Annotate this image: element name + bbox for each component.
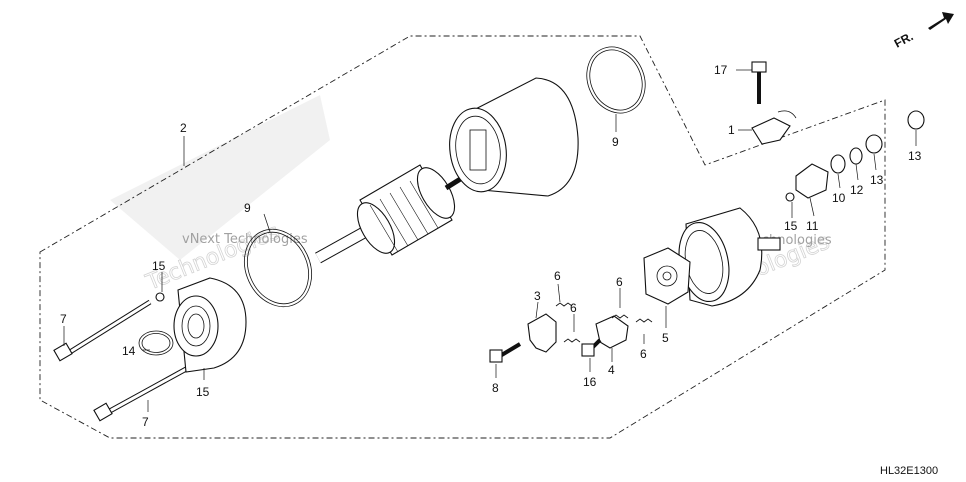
callout-3: 3	[534, 289, 541, 303]
watermark-text-left: vNext Technologies	[182, 232, 308, 247]
callout-16: 16	[583, 375, 597, 389]
callout-9-front: 9	[244, 201, 251, 215]
assembly-outline	[39, 35, 886, 439]
brush-screw	[581, 338, 602, 357]
motor-yoke	[449, 77, 579, 197]
callout-7-upper: 7	[60, 312, 67, 326]
callout-6-c: 6	[616, 275, 623, 289]
through-bolt-lower	[93, 365, 190, 422]
terminal-bolt	[489, 342, 522, 363]
washer-front-upper	[155, 292, 165, 302]
o-ring-yoke-rear	[586, 46, 646, 114]
leader-lines	[63, 69, 917, 412]
through-bolt-upper	[53, 299, 152, 362]
callout-15-rear: 15	[784, 219, 798, 233]
callout-6-b: 6	[570, 301, 577, 315]
callout-6-a: 6	[554, 269, 561, 283]
callout-15-lower: 15	[196, 385, 210, 399]
rear-cover	[678, 207, 781, 307]
o-ring-front	[138, 330, 174, 356]
callout-13-inner: 13	[870, 173, 884, 187]
callout-9-rear: 9	[612, 135, 619, 149]
callout-8: 8	[492, 381, 499, 395]
callout-15-upper: 15	[152, 259, 166, 273]
callout-14: 14	[122, 344, 136, 358]
armature	[315, 164, 464, 264]
front-direction-label: FR.	[892, 29, 916, 50]
terminal-cap-nut	[907, 110, 925, 130]
o-ring-yoke-front	[244, 228, 312, 308]
callout-12: 12	[850, 183, 864, 197]
callouts: 2 15 7 14 15 7 9 9 3 6 6 6 6 5 8 16 4 1 …	[60, 63, 922, 429]
brush-holder	[643, 247, 691, 305]
insulator-washer	[830, 154, 846, 174]
front-cover	[173, 277, 247, 373]
front-direction-indicator: FR.	[892, 12, 954, 51]
brush-springs	[555, 302, 653, 343]
callout-17: 17	[714, 63, 728, 77]
brush-negative	[595, 315, 629, 349]
brush-positive	[527, 313, 557, 353]
terminal-insulator	[795, 163, 829, 199]
terminal-washer	[849, 147, 863, 165]
callout-6-d: 6	[640, 347, 647, 361]
callout-7-lower: 7	[142, 415, 149, 429]
bracket-bolt	[751, 61, 767, 104]
callout-4: 4	[608, 363, 615, 377]
cable-clamp-bracket	[751, 117, 791, 145]
callout-1: 1	[728, 123, 735, 137]
diagram-code: HL32E1300	[880, 465, 938, 477]
callout-10: 10	[832, 191, 846, 205]
callout-13-outer: 13	[908, 149, 922, 163]
callout-2: 2	[180, 121, 187, 135]
callout-11: 11	[806, 219, 819, 233]
terminal-nut	[865, 134, 883, 154]
callout-5: 5	[662, 331, 669, 345]
washer-rear	[785, 192, 795, 202]
